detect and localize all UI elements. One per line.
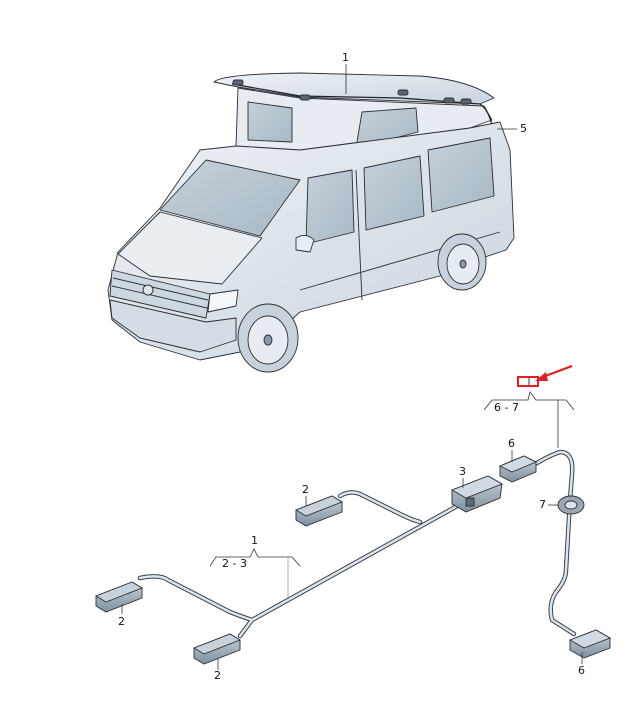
lamp-unit-lower xyxy=(192,633,242,665)
callout-group-6-7: 6 - 7 xyxy=(494,401,519,414)
callout-main-connector: 3 xyxy=(459,465,466,478)
callout-grommet: 7 xyxy=(539,498,546,511)
popup-roof-shell xyxy=(213,72,495,105)
callout-lamp-left: 2 xyxy=(118,615,125,628)
highlight-marker xyxy=(517,364,573,387)
connector-6-lower xyxy=(568,629,612,659)
main-connector xyxy=(450,475,504,513)
lamp-unit-left xyxy=(94,581,144,613)
callout-connector-6-upper: 6 xyxy=(508,437,515,450)
callout-connector-6-lower: 6 xyxy=(578,664,585,677)
rear-wheel xyxy=(437,233,487,291)
wiring-harness xyxy=(137,449,577,639)
callout-roof-connector: 5 xyxy=(520,122,527,135)
grommet xyxy=(557,495,585,515)
callout-lamp-upper: 2 xyxy=(302,483,309,496)
van-illustration xyxy=(107,72,515,373)
windshield xyxy=(159,159,301,237)
front-wheel xyxy=(237,303,299,373)
callout-lamp-lower: 2 xyxy=(214,669,221,682)
group-bracket-2-3 xyxy=(209,548,301,600)
lamp-unit-upper xyxy=(294,495,344,527)
group-bracket-6-7 xyxy=(483,391,575,448)
callout-group-2-3: 2 - 3 xyxy=(222,557,247,570)
callout-group-1: 1 xyxy=(251,534,258,547)
callout-roof-harness: 1 xyxy=(342,51,349,64)
connector-6-upper xyxy=(498,455,538,483)
